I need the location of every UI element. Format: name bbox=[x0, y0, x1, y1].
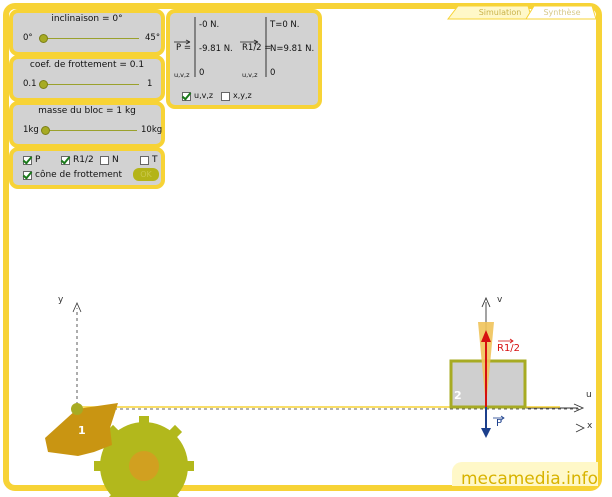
p-basis-sub: u,v,z bbox=[174, 71, 190, 79]
incline-min-label: 0° bbox=[23, 33, 33, 43]
p-vector-label: P = bbox=[176, 43, 191, 53]
xyz-checkbox[interactable] bbox=[221, 92, 230, 101]
incline-slider-track[interactable] bbox=[43, 38, 139, 39]
mass-min-label: 1kg bbox=[23, 125, 39, 135]
cone-checkbox[interactable] bbox=[23, 171, 32, 180]
incline-slider-knob[interactable] bbox=[39, 34, 48, 43]
y-axis-label: y bbox=[58, 295, 64, 305]
n-checkbox[interactable] bbox=[100, 156, 109, 165]
t-checkbox[interactable] bbox=[140, 156, 149, 165]
incline-max-label: 45° bbox=[145, 33, 161, 43]
friction-slider-knob[interactable] bbox=[39, 80, 48, 89]
mass-max-label: 10kg bbox=[141, 125, 163, 135]
p-u-value: -0 N. bbox=[199, 20, 220, 30]
uvz-checkbox[interactable] bbox=[182, 92, 191, 101]
ok-button[interactable]: OK bbox=[133, 168, 159, 181]
large-gear-icon bbox=[94, 416, 194, 497]
t-label: T bbox=[152, 155, 158, 165]
n-label: N bbox=[112, 155, 119, 165]
brand-backdrop bbox=[452, 462, 598, 486]
incline-title: inclinaison = 0° bbox=[51, 14, 123, 24]
friction-title: coef. de frottement = 0.1 bbox=[29, 60, 145, 70]
p-vector-caption: P bbox=[496, 418, 503, 429]
tab-simulation[interactable]: Simulation bbox=[478, 8, 522, 17]
friction-panel: coef. de frottement = 0.1 0.1 1 bbox=[9, 55, 165, 102]
forces-notation bbox=[174, 17, 267, 77]
r-n-value: N=9.81 N. bbox=[270, 44, 315, 54]
xyz-label: x,y,z bbox=[233, 91, 252, 100]
v-axis-label: v bbox=[497, 295, 503, 305]
r-basis-sub: u,v,z bbox=[242, 71, 258, 79]
solid-1-label: 1 bbox=[78, 424, 86, 437]
mass-panel: masse du bloc = 1 kg 1kg 10kg bbox=[9, 101, 165, 148]
x-axis-label: x bbox=[587, 421, 593, 431]
tab-bar bbox=[446, 5, 597, 20]
solid-2-label: 2 bbox=[454, 389, 462, 402]
r-vector-label: R1/2 = bbox=[242, 43, 272, 53]
mass-title: masse du bloc = 1 kg bbox=[38, 106, 136, 116]
display-panel: P R1/2 N T cône de frottement OK bbox=[9, 147, 165, 189]
u-axis-label: u bbox=[586, 390, 592, 400]
p-v-value: -9.81 N. bbox=[199, 44, 233, 54]
friction-min-label: 0.1 bbox=[23, 79, 37, 89]
r-t-value: T=0 N. bbox=[270, 20, 300, 30]
friction-slider-track[interactable] bbox=[43, 84, 139, 85]
p-label: P bbox=[35, 155, 41, 165]
incline-panel: inclinaison = 0° 0° 45° bbox=[9, 9, 165, 56]
friction-max-label: 1 bbox=[147, 79, 153, 89]
brand-logo: mecamedia.info bbox=[460, 469, 598, 489]
forces-panel: P = u,v,z -0 N. -9.81 N. 0 R1/2 = u,v,z … bbox=[166, 9, 322, 109]
mass-slider-knob[interactable] bbox=[41, 126, 50, 135]
mass-slider-track[interactable] bbox=[45, 130, 137, 131]
uvz-label: u,v,z bbox=[194, 91, 214, 100]
block-2-icon bbox=[449, 359, 527, 409]
cone-label: cône de frottement bbox=[35, 170, 122, 180]
r12-label: R1/2 bbox=[73, 155, 94, 165]
solid-1-sector-icon bbox=[45, 403, 118, 456]
r12-checkbox[interactable] bbox=[61, 156, 70, 165]
r-z-value: 0 bbox=[270, 68, 276, 78]
p-checkbox[interactable] bbox=[23, 156, 32, 165]
tab-synthese[interactable]: Synthèse bbox=[543, 8, 581, 17]
r-vector-caption: R1/2 bbox=[497, 343, 521, 354]
p-z-value: 0 bbox=[199, 68, 205, 78]
